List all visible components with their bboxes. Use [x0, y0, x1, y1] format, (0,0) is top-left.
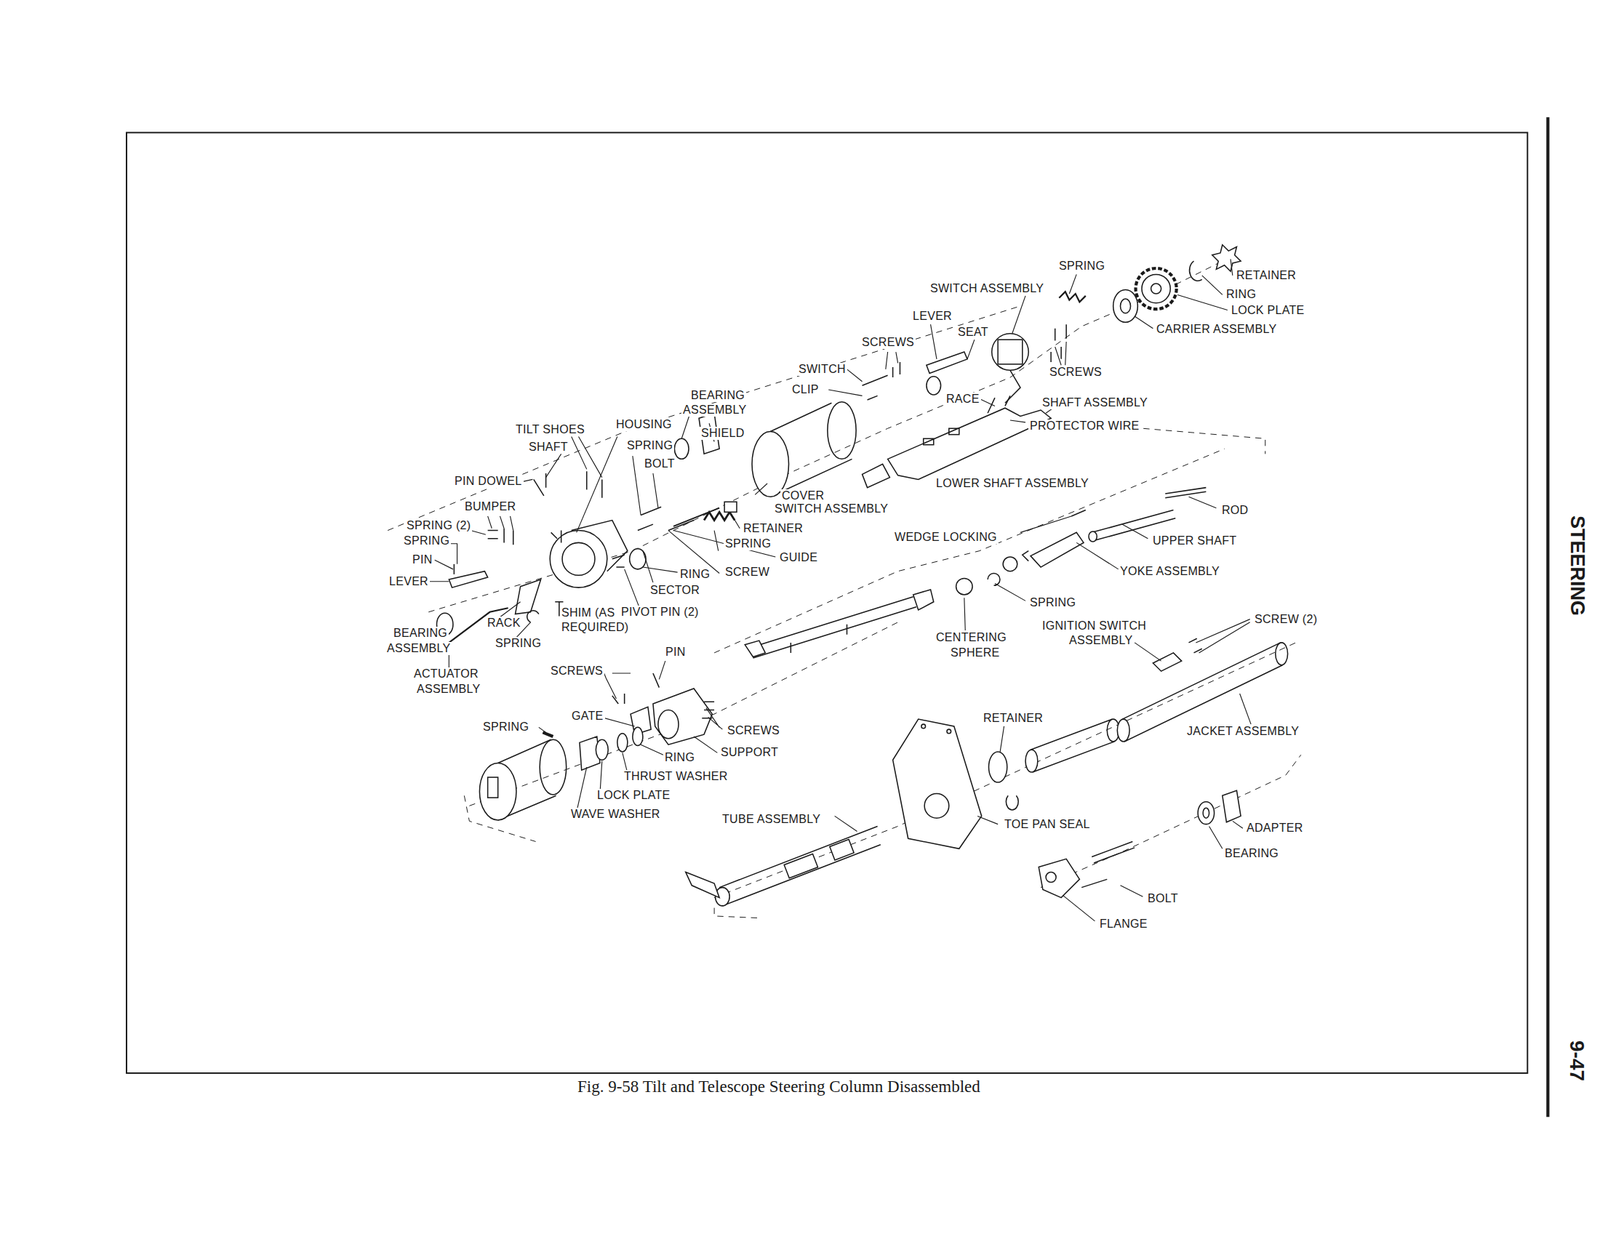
part-label: YOKE ASSEMBLY: [1118, 565, 1222, 579]
part-label: CENTERING: [934, 631, 1008, 645]
part-label: SCREW: [723, 565, 771, 579]
part-label: SPRING: [493, 637, 543, 651]
part-label: BEARING: [392, 626, 449, 640]
part-label: PIVOT PIN (2): [619, 605, 701, 619]
part-label: SWITCH: [797, 362, 848, 376]
part-label: SPRING (2): [405, 519, 472, 533]
part-label: TILT SHOES: [514, 423, 587, 437]
part-label: TUBE ASSEMBLY: [720, 813, 822, 827]
part-label: BUMPER: [463, 500, 518, 514]
part-label: LEVER: [387, 575, 430, 589]
part-label: SPRING: [1028, 596, 1078, 610]
part-label: BEARING: [689, 389, 747, 403]
part-label: ASSEMBLY: [415, 682, 482, 696]
part-label: SHIM (AS: [560, 606, 617, 620]
part-label: RING: [1224, 288, 1258, 302]
part-label: LOWER SHAFT ASSEMBLY: [934, 477, 1091, 491]
part-label: BEARING: [1223, 847, 1280, 861]
part-label: RING: [663, 751, 696, 765]
part-label: RETAINER: [981, 712, 1045, 726]
part-label: PIN: [664, 645, 688, 659]
part-label: SPHERE: [949, 646, 1002, 660]
part-label: SPRING: [625, 439, 675, 453]
part-label: PIN DOWEL: [453, 474, 524, 488]
part-label: ASSEMBLY: [385, 642, 452, 656]
part-label: SPRING: [723, 537, 773, 551]
part-label: SHIELD: [699, 426, 747, 440]
part-label: IGNITION SWITCH: [1040, 619, 1148, 633]
part-label: SHAFT ASSEMBLY: [1040, 396, 1150, 410]
part-label: RETAINER: [1234, 269, 1298, 283]
part-label: SCREWS: [549, 664, 605, 678]
part-label: CARRIER ASSEMBLY: [1154, 322, 1278, 336]
section-tab: STEERING: [1565, 515, 1589, 616]
part-label: RACK: [485, 616, 523, 630]
part-label: LOCK PLATE: [1229, 304, 1307, 318]
part-label: ACTUATOR: [412, 667, 480, 681]
part-label: CLIP: [790, 383, 821, 397]
part-label: RACE: [944, 392, 982, 406]
part-label: SEAT: [956, 325, 990, 339]
part-label: GUIDE: [778, 551, 819, 565]
part-label: HOUSING: [614, 418, 674, 432]
part-label: WAVE WASHER: [569, 808, 662, 822]
part-label: SPRING: [481, 720, 531, 734]
part-label: LOCK PLATE: [595, 789, 672, 803]
part-label: BOLT: [642, 457, 677, 471]
part-label: COVER: [780, 489, 826, 503]
part-label: SUPPORT: [719, 746, 780, 760]
part-label: SCREW (2): [1253, 613, 1319, 627]
part-label: TOE PAN SEAL: [1002, 818, 1092, 832]
part-label: ASSEMBLY: [1067, 634, 1134, 648]
part-label: SWITCH ASSEMBLY: [928, 282, 1046, 296]
part-label: PIN: [410, 553, 435, 567]
part-label: FLANGE: [1098, 917, 1150, 931]
part-label: SCREWS: [860, 336, 916, 350]
part-label: BOLT: [1146, 892, 1180, 906]
part-label: ROD: [1220, 504, 1250, 518]
page-number: 9-47: [1565, 1040, 1589, 1082]
part-label: PROTECTOR WIRE: [1028, 419, 1142, 433]
part-label: UPPER SHAFT: [1151, 534, 1238, 548]
part-label: JACKET ASSEMBLY: [1185, 725, 1301, 739]
part-label: ASSEMBLY: [681, 403, 748, 417]
part-label: REQUIRED): [560, 621, 630, 635]
part-label: SCREWS: [725, 724, 782, 738]
part-label: THRUST WASHER: [622, 770, 730, 784]
part-label: SWITCH ASSEMBLY: [773, 502, 890, 516]
part-label: SPRING: [402, 534, 451, 548]
part-label: GATE: [570, 709, 606, 723]
part-label: WEDGE LOCKING: [893, 530, 999, 544]
part-label: LEVER: [911, 309, 954, 323]
part-label: RETAINER: [741, 522, 805, 536]
part-label: SCREWS: [1048, 365, 1104, 379]
part-label: SHAFT: [527, 440, 570, 454]
part-label: SECTOR: [648, 584, 702, 598]
figure-caption: Fig. 9-58 Tilt and Telescope Steering Co…: [577, 1077, 981, 1097]
part-label: SPRING: [1057, 259, 1107, 273]
part-label: ADAPTER: [1245, 821, 1305, 835]
part-label: RING: [678, 568, 712, 582]
